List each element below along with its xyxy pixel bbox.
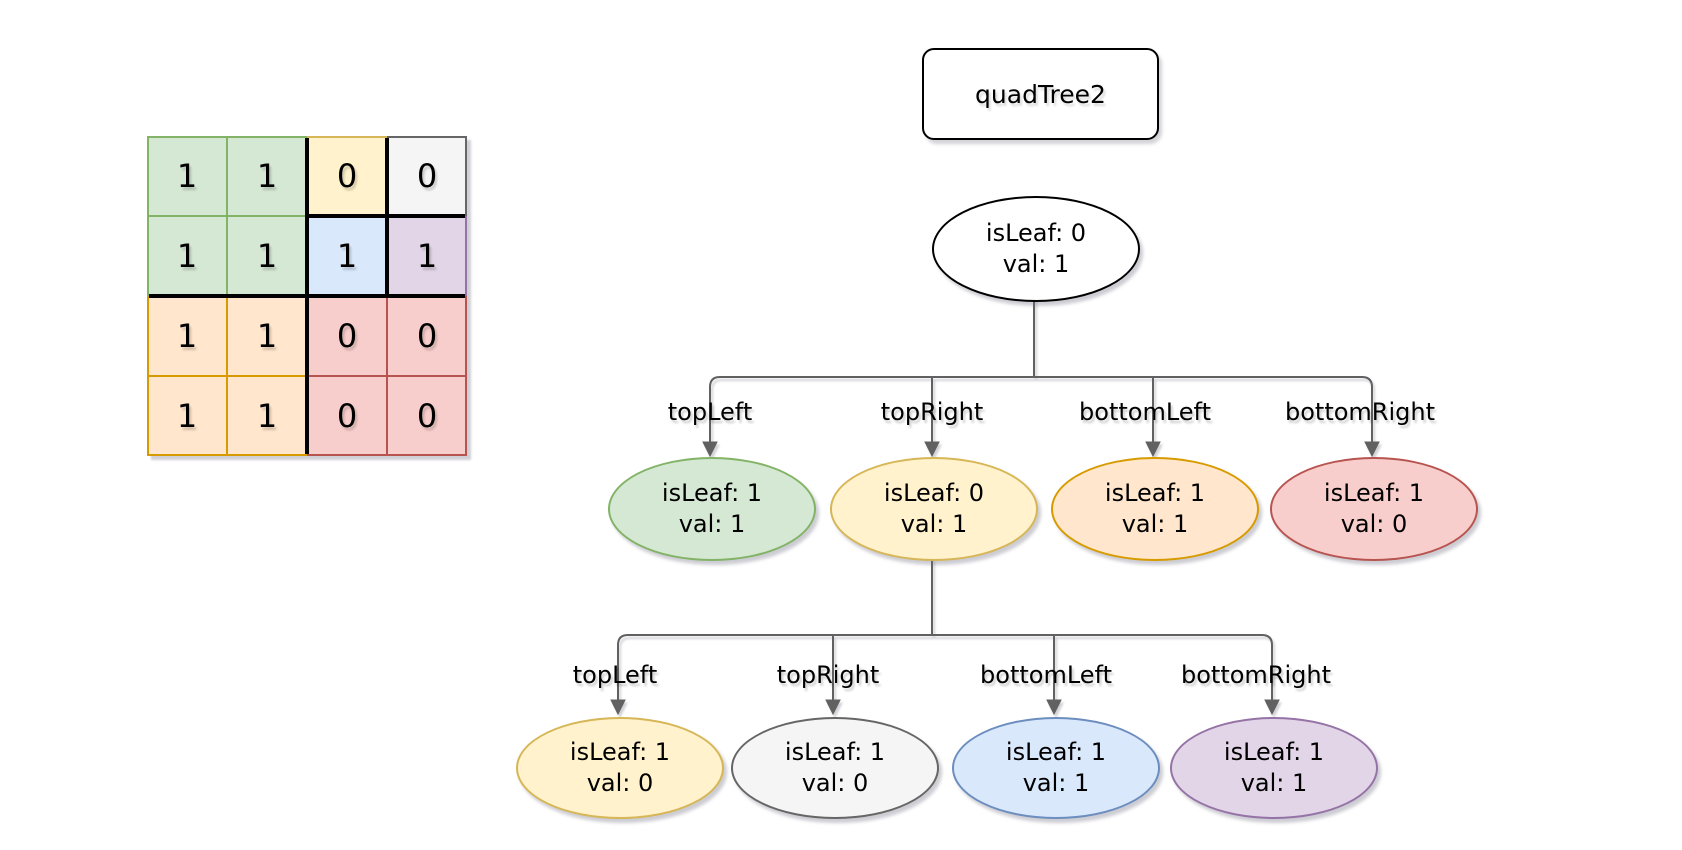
grid-cell-r4c3: 0 [307, 376, 387, 456]
grid-cell-r1c4: 0 [387, 136, 467, 216]
grid-border [465, 136, 467, 216]
tree-node-tr-topleft: isLeaf: 1 val: 0 [516, 717, 724, 819]
node-isleaf-text: isLeaf: 1 [1005, 738, 1107, 766]
tree-node-tr-bottomleft: isLeaf: 1 val: 1 [952, 717, 1160, 819]
edge-label-tr-topright: topRight [776, 661, 880, 689]
arrow-head [1364, 441, 1380, 458]
node-val-text: val: 0 [586, 769, 654, 797]
node-isleaf-text: isLeaf: 1 [1104, 479, 1206, 507]
edge-label-tr-bottomleft: bottomLeft [980, 661, 1112, 689]
tree-node-topleft: isLeaf: 1 val: 1 [608, 457, 816, 561]
grid-cell-r4c2: 1 [227, 376, 307, 456]
edge-label-tr-topleft: topLeft [572, 661, 658, 689]
edge-label-tr-bottomright: bottomRight [1181, 661, 1331, 689]
grid-cell-r3c3: 0 [307, 296, 387, 376]
node-isleaf-text: isLeaf: 1 [661, 479, 763, 507]
node-isleaf-text: isLeaf: 1 [784, 738, 886, 766]
grid-cell-r1c1: 1 [147, 136, 227, 216]
grid-cell-r2c2: 1 [227, 216, 307, 296]
grid-divider [147, 375, 307, 377]
arrow-head [1145, 441, 1161, 458]
edge-line [709, 376, 1373, 443]
node-val-text: val: 1 [1240, 769, 1308, 797]
arrow-head [825, 699, 841, 716]
edge-label-topright: topRight [880, 398, 984, 426]
grid-cell-r4c4: 0 [387, 376, 467, 456]
tree-node-bottomleft: isLeaf: 1 val: 1 [1051, 457, 1259, 561]
grid-divider [147, 294, 467, 298]
grid-border [147, 136, 149, 296]
diagram-title-box: quadTree2 [922, 48, 1159, 140]
grid-border [387, 136, 467, 138]
node-val-text: val: 0 [801, 769, 869, 797]
node-val-text: val: 1 [900, 510, 968, 538]
node-val-text: val: 1 [1121, 510, 1189, 538]
edge-label-bottomright: bottomRight [1285, 398, 1435, 426]
grid-cell-r2c4: 1 [387, 216, 467, 296]
node-isleaf-text: isLeaf: 1 [1323, 479, 1425, 507]
tree-node-topright: isLeaf: 0 val: 1 [830, 457, 1038, 561]
grid-border [465, 296, 467, 456]
diagram-title: quadTree2 [975, 79, 1106, 109]
node-val-text: val: 1 [1022, 769, 1090, 797]
grid-cell-r3c1: 1 [147, 296, 227, 376]
arrow-head [1264, 699, 1280, 716]
tree-node-tr-bottomright: isLeaf: 1 val: 1 [1170, 717, 1378, 819]
grid-cell-r3c2: 1 [227, 296, 307, 376]
grid-cell-r1c2: 1 [227, 136, 307, 216]
arrow-head [1046, 699, 1062, 716]
grid-border [147, 454, 307, 456]
tree-node-tr-topright: isLeaf: 1 val: 0 [731, 717, 939, 819]
node-val-text: val: 0 [1340, 510, 1408, 538]
quadtree-matrix: 1 1 0 0 1 1 1 1 1 1 0 0 1 1 0 0 [147, 136, 467, 456]
grid-divider [147, 215, 307, 217]
edge-label-topleft: topLeft [667, 398, 753, 426]
grid-cell-r2c3: 1 [307, 216, 387, 296]
grid-border [307, 454, 467, 456]
grid-cell-r1c3: 0 [307, 136, 387, 216]
grid-cell-r3c4: 0 [387, 296, 467, 376]
arrow-head [610, 699, 626, 716]
grid-cell-r2c1: 1 [147, 216, 227, 296]
node-isleaf-text: isLeaf: 0 [985, 219, 1087, 247]
grid-border [307, 136, 387, 138]
edge-line [617, 634, 1273, 701]
node-isleaf-text: isLeaf: 0 [883, 479, 985, 507]
arrow-head [702, 441, 718, 458]
grid-divider [307, 214, 467, 218]
grid-border [147, 136, 307, 138]
grid-border [147, 296, 149, 456]
grid-divider [307, 375, 467, 377]
node-isleaf-text: isLeaf: 1 [1223, 738, 1325, 766]
node-isleaf-text: isLeaf: 1 [569, 738, 671, 766]
node-val-text: val: 1 [1002, 250, 1070, 278]
edge-label-bottomleft: bottomLeft [1079, 398, 1211, 426]
tree-node-bottomright: isLeaf: 1 val: 0 [1270, 457, 1478, 561]
node-val-text: val: 1 [678, 510, 746, 538]
grid-border [465, 216, 467, 296]
tree-node-root: isLeaf: 0 val: 1 [932, 196, 1140, 302]
arrow-head [924, 441, 940, 458]
grid-cell-r4c1: 1 [147, 376, 227, 456]
